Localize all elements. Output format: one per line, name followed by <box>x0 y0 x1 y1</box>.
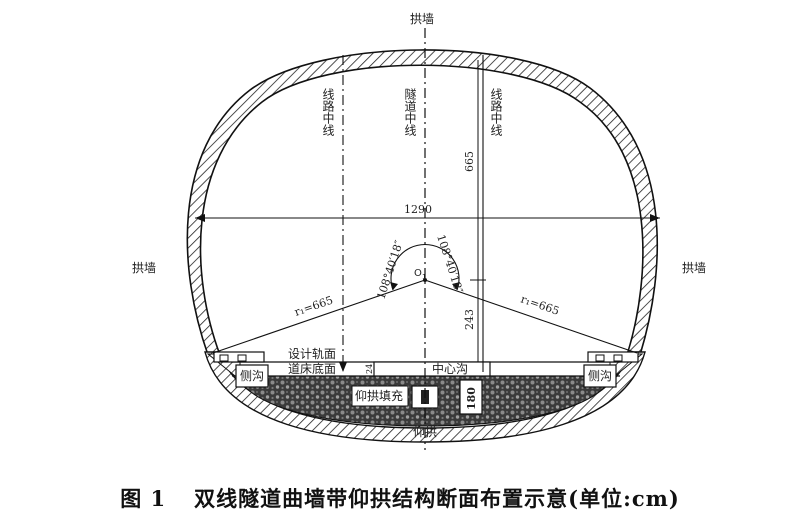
crown-height-value: 665 <box>463 151 476 172</box>
radius-line-right <box>424 279 638 354</box>
side-ditch-left-label: 侧沟 <box>240 369 264 383</box>
invert-fill-label: 仰拱填充 <box>355 388 403 403</box>
angle-right-value: 108°40′18″ <box>434 233 465 295</box>
side-ditch-left <box>213 351 269 388</box>
track-center-right-label: 线路中线 <box>489 88 503 136</box>
side-ditch-right <box>583 351 639 388</box>
center-point-label: O <box>414 268 422 279</box>
radius-line-left <box>212 279 426 354</box>
arch-wall-left-label: 拱墙 <box>132 261 156 275</box>
radius-left-value: r₁=665 <box>293 294 335 319</box>
figure-number: 图 1 <box>120 486 167 511</box>
center-ditch-label: 中心沟 <box>432 361 468 376</box>
svg-text:1: 1 <box>422 273 426 281</box>
ditch-depth-value: 180 <box>465 387 478 410</box>
span-width-value: 1290 <box>404 203 432 216</box>
invert-label: 仰拱 <box>413 424 437 439</box>
angle-arc <box>390 244 460 291</box>
invert-lining <box>204 351 646 443</box>
track-center-left-label: 线路中线 <box>321 88 335 136</box>
arch-wall-right-label: 拱墙 <box>682 261 706 275</box>
track-bed-bottom-label: 道床底面 <box>288 361 336 376</box>
arch-wall-top-label: 拱墙 <box>410 12 434 26</box>
tunnel-center-label: 隧道中线 <box>403 87 417 136</box>
design-rail-surface-label: 设计轨面 <box>288 347 336 361</box>
figure-title: 双线隧道曲墙带仰拱结构断面布置示意(单位:cm) <box>194 486 680 511</box>
center-ditch <box>373 361 491 415</box>
small-dim-value: 24 <box>365 364 374 374</box>
center-depth-value: 243 <box>463 309 476 330</box>
figure-caption: 图 1 双线隧道曲墙带仰拱结构断面布置示意(单位:cm) <box>0 478 800 518</box>
side-ditch-right-label: 侧沟 <box>588 369 612 383</box>
tunnel-cross-section-diagram: 拱墙 拱墙 拱墙 线路中线 隧道中线 线路中线 1290 665 243 108… <box>132 12 706 450</box>
